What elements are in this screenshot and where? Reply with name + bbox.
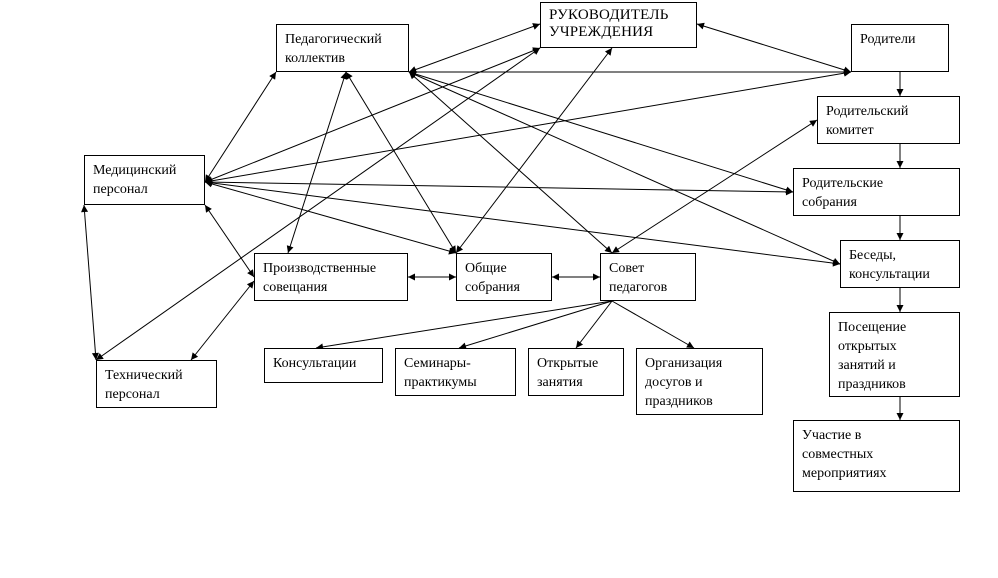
parents-box: Родители — [851, 24, 949, 72]
medical-staff-box: Медицинский персонал — [84, 155, 205, 205]
teachers-council-box: Совет педагогов — [600, 253, 696, 301]
technical-staff-box: Технический персонал — [96, 360, 217, 408]
talks-consultations-box: Беседы, консультации — [840, 240, 960, 288]
parent-meetings-box: Родительские собрания — [793, 168, 960, 216]
connector-arrow — [81, 204, 99, 361]
attending-events-box: Посещение открытых занятий и праздников — [829, 312, 960, 397]
connector-arrow — [408, 70, 794, 194]
connector-arrow — [408, 71, 841, 265]
production-meetings-box: Производственные совещания — [254, 253, 408, 301]
connector-arrow — [611, 119, 818, 254]
connector-arrow — [575, 300, 613, 349]
seminars-box: Семинары- практикумы — [395, 348, 516, 396]
connector-arrow — [204, 179, 841, 267]
consultations-box: Консультации — [264, 348, 383, 383]
connector-arrow — [204, 71, 277, 183]
connector-arrow — [204, 69, 852, 185]
connector-arrow — [190, 280, 255, 361]
connector-arrow — [315, 300, 613, 351]
parent-committee-box: Родительский комитет — [817, 96, 960, 144]
open-lessons-box: Открытые занятия — [528, 348, 624, 396]
connector-arrow — [408, 23, 541, 73]
connector-arrow — [204, 178, 794, 196]
joint-activities-box: Участие в совместных мероприятиях — [793, 420, 960, 492]
leisure-organization-box: Организация досугов и праздников — [636, 348, 763, 415]
connector-arrow — [204, 180, 457, 255]
connector-arrow — [696, 22, 852, 74]
connector-arrow — [611, 300, 695, 349]
general-meetings-box: Общие собрания — [456, 253, 552, 301]
pedagogical-team-box: Педагогический коллектив — [276, 24, 409, 72]
connector-arrow — [455, 47, 613, 254]
connector-arrow — [458, 300, 613, 350]
head-of-institution-box: РУКОВОДИТЕЛЬ УЧРЕЖДЕНИЯ — [540, 2, 697, 48]
connector-arrow — [286, 71, 348, 254]
